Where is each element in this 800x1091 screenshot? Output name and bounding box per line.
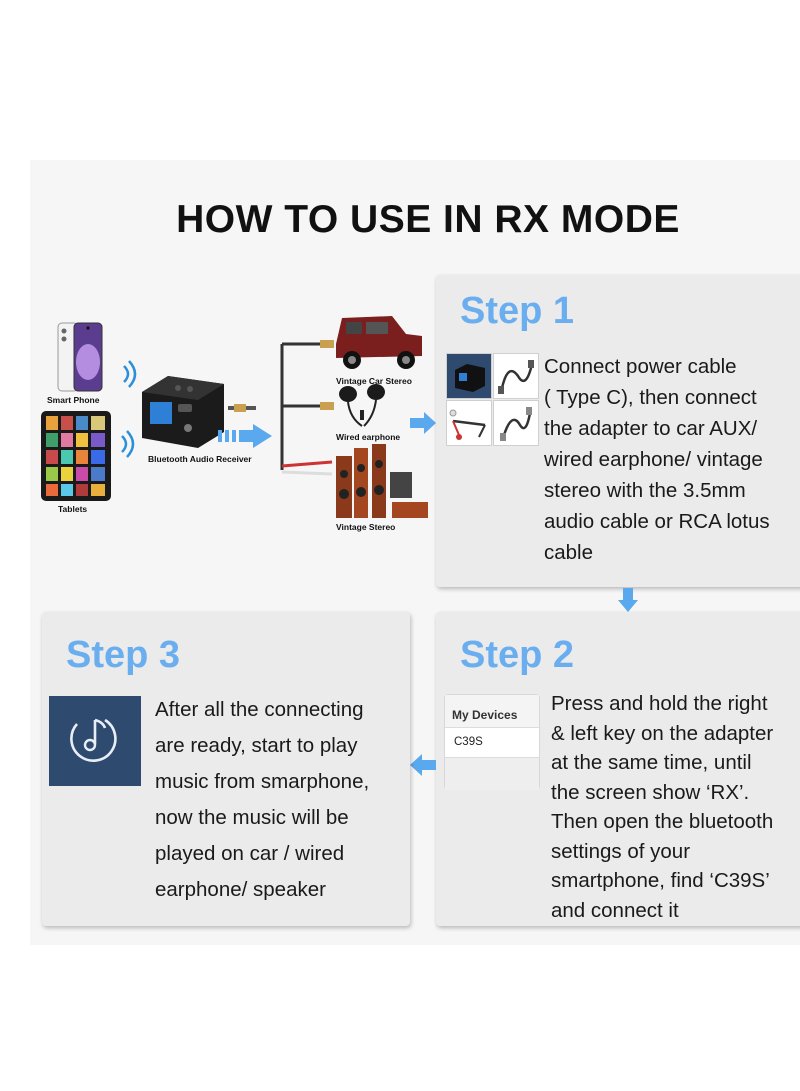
- my-devices-panel: My Devices C39S: [444, 694, 540, 790]
- stereo-label: Vintage Stereo: [336, 522, 396, 532]
- arrow-icon: [410, 754, 436, 776]
- cable-icon: [498, 360, 534, 394]
- wifi-signal-icon: [123, 360, 137, 388]
- wifi-signal-icon: [121, 430, 135, 458]
- car-icon: [336, 316, 422, 369]
- step3-text: After all the connecting are ready, star…: [155, 698, 370, 901]
- type-c-cable-thumbnail: [493, 353, 539, 399]
- cable-icon: [228, 340, 334, 476]
- cable-icon: [449, 409, 486, 440]
- smartphone-icon: [57, 322, 103, 392]
- step2-text: Press and hold the right & left key on t…: [551, 692, 774, 922]
- rca-cable-thumbnail: [446, 400, 492, 446]
- car-label: Vintage Car Stereo: [336, 376, 412, 386]
- page-title: HOW TO USE IN RX MODE: [176, 198, 680, 241]
- cable-icon: [500, 407, 532, 441]
- music-tile: [49, 696, 141, 786]
- arrow-icon: [618, 588, 638, 612]
- receiver-label: Bluetooth Audio Receiver: [148, 454, 252, 464]
- receiver-device-icon: [142, 376, 224, 448]
- tablets-label: Tablets: [58, 504, 88, 514]
- earphone-label: Wired earphone: [336, 432, 401, 442]
- aux-cable-thumbnail: [493, 400, 539, 446]
- devices-header: My Devices: [452, 708, 518, 722]
- step3-label: Step 3: [66, 634, 181, 676]
- step2-label: Step 2: [460, 634, 575, 676]
- adapter-thumbnail: [446, 353, 492, 399]
- arrow-icon: [218, 424, 272, 448]
- earphone-icon: [339, 384, 385, 427]
- step1-label: Step 1: [460, 290, 575, 332]
- tablet-icon: [41, 411, 111, 501]
- receiver-device-icon: [455, 364, 485, 392]
- smart-phone-label: Smart Phone: [47, 395, 100, 405]
- device-name: C39S: [454, 736, 483, 748]
- arrow-icon: [410, 412, 436, 434]
- step1-text: Connect power cable ( Type C), then conn…: [544, 355, 770, 564]
- speaker-icon: [336, 444, 428, 518]
- music-note-icon: [70, 718, 117, 762]
